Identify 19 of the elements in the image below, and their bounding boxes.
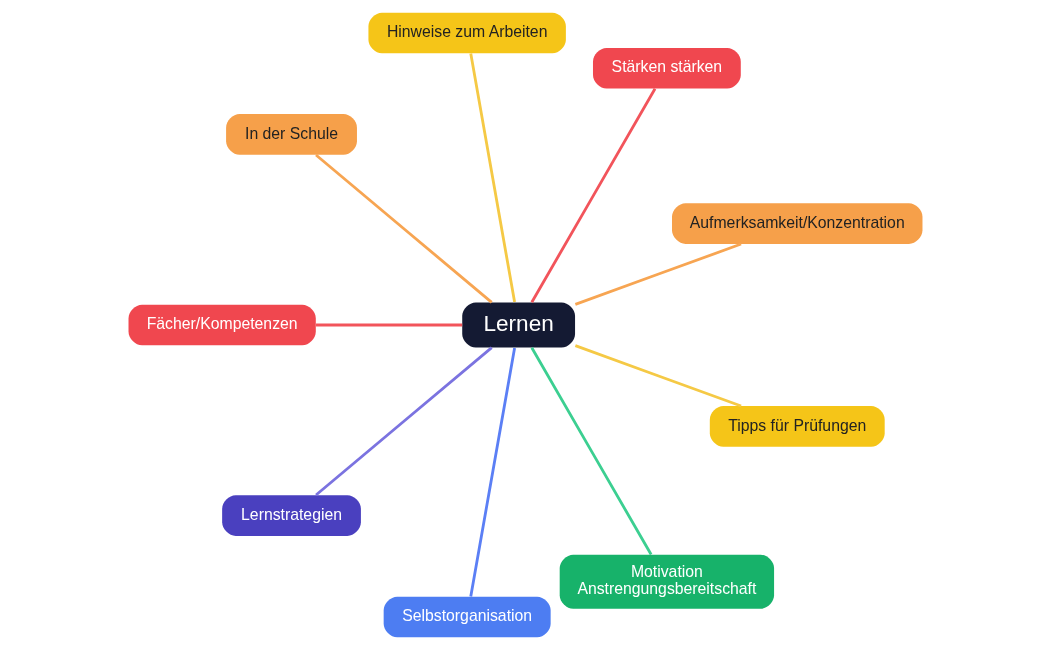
node-box: Lernstrategien [221,495,361,536]
connector [574,344,742,408]
node-box: Motivation Anstrengungsbereitschaft [559,554,774,609]
connector [468,53,516,303]
connector [315,323,462,327]
node-box: Stärken stärken [592,47,741,89]
node-box: Lernen [461,302,575,348]
node-box: Fächer/Kompetenzen [128,304,316,346]
connector [530,88,656,303]
connector [468,347,516,597]
connector [314,153,493,304]
connector [574,242,742,306]
node-box: Tipps für Prüfungen [709,406,885,447]
node-box: Aufmerksamkeit/Konzentration [671,203,922,244]
node-box: In der Schule [225,114,357,155]
node-box: Hinweise zum Arbeiten [367,12,566,54]
node-box: Selbstorganisation [383,596,551,638]
connector [530,347,652,556]
connector [314,346,493,497]
